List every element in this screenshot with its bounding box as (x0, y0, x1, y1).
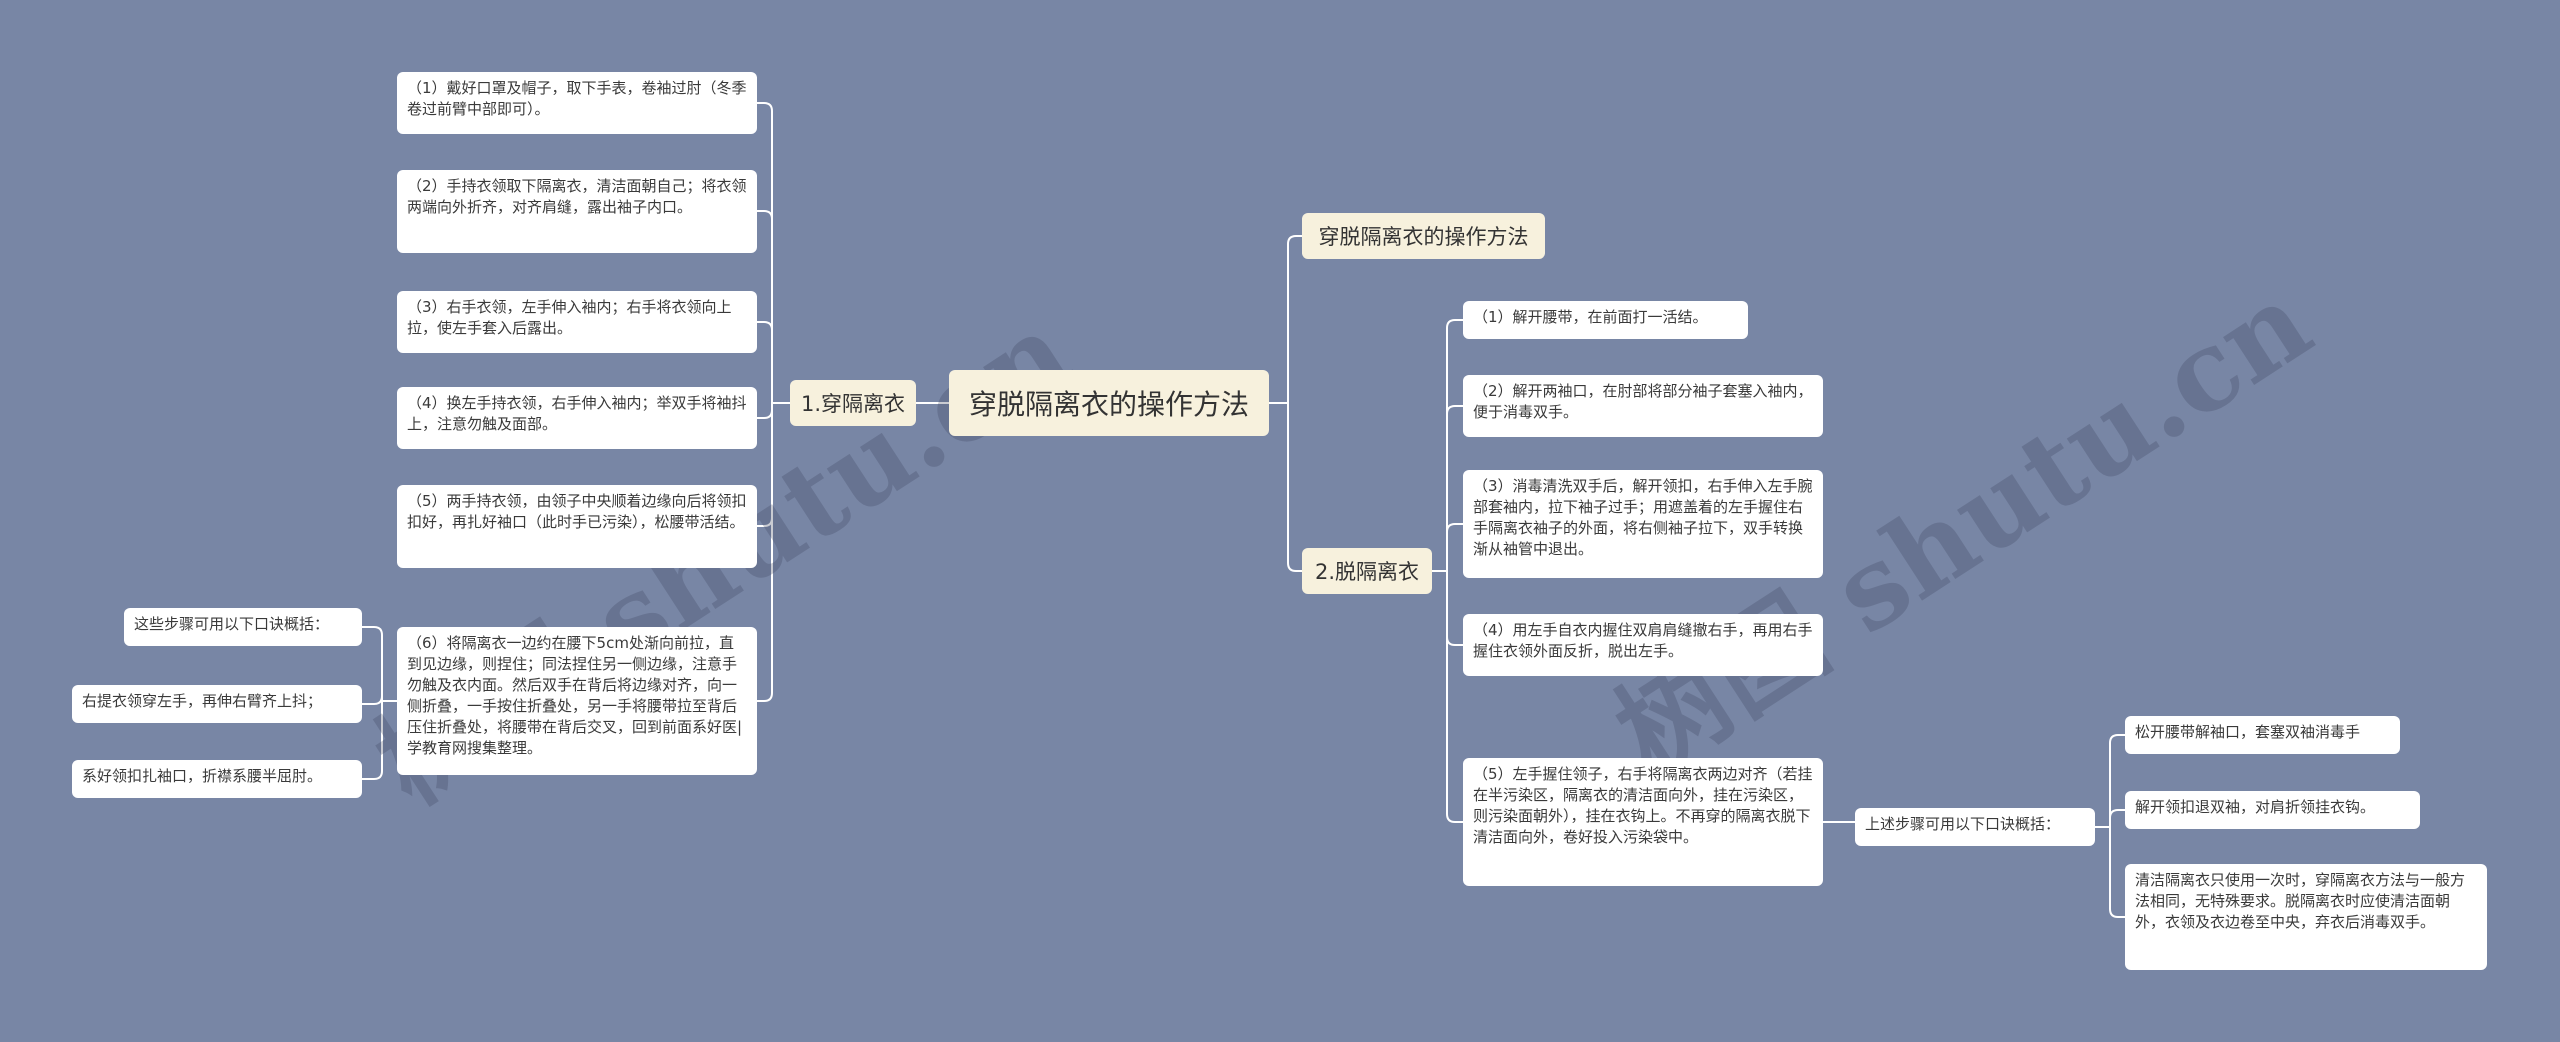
connector (362, 695, 383, 705)
connector (1287, 235, 1302, 403)
put-on-mnemonic-1[interactable]: 右提衣领穿左手，再伸右臂齐上抖； (72, 685, 362, 723)
put-on-step-2[interactable]: （2）手持衣领取下隔离衣，清洁面朝自己；将衣领两端向外折齐，对齐肩缝，露出袖子内… (397, 170, 757, 253)
take-off-mnemonic-2[interactable]: 解开领扣退双袖，对肩折领挂衣钩。 (2125, 791, 2420, 829)
put-on-step-3[interactable]: （3）右手衣领，左手伸入袖内；右手将衣领向上拉，使左手套入后露出。 (397, 291, 757, 353)
connector (2109, 809, 2125, 827)
connector (757, 102, 773, 403)
take-off-mnemonic-intro[interactable]: 上述步骤可用以下口诀概括： (1855, 808, 2095, 846)
connector (757, 403, 773, 419)
take-off-step-3[interactable]: （3）消毒清洗双手后，解开领扣，右手伸入左手腕部套袖内，拉下袖子过手；用遮盖着的… (1463, 470, 1823, 578)
connector (1446, 405, 1463, 571)
connector (757, 210, 773, 403)
root-topic[interactable]: 穿脱隔离衣的操作方法 (949, 370, 1269, 436)
connector (757, 403, 773, 702)
take-off-mnemonic-1[interactable]: 松开腰带解袖口，套塞双袖消毒手 (2125, 716, 2400, 754)
take-off-step-2[interactable]: （2）解开两袖口，在肘部将部分袖子套塞入袖内，便于消毒双手。 (1463, 375, 1823, 437)
connector (362, 701, 383, 780)
branch-put-on[interactable]: 1.穿隔离衣 (790, 380, 916, 426)
connector (2109, 734, 2125, 827)
take-off-step-1[interactable]: （1）解开腰带，在前面打一活结。 (1463, 301, 1748, 339)
topic-method-title[interactable]: 穿脱隔离衣的操作方法 (1302, 213, 1545, 259)
connector (1446, 319, 1463, 571)
connector (2109, 827, 2125, 918)
take-off-step-4[interactable]: （4）用左手自衣内握住双肩肩缝撤右手，再用右手握住衣领外面反折，脱出左手。 (1463, 614, 1823, 676)
connector (1287, 403, 1302, 572)
put-on-step-4[interactable]: （4）换左手持衣领，右手伸入袖内；举双手将袖抖上，注意勿触及面部。 (397, 387, 757, 449)
connector (1446, 523, 1463, 571)
put-on-step-1[interactable]: （1）戴好口罩及帽子，取下手表，卷袖过肘（冬季卷过前臂中部即可）。 (397, 72, 757, 134)
connector (1446, 571, 1463, 823)
put-on-mnemonic-2[interactable]: 系好领扣扎袖口，折襟系腰半屈肘。 (72, 760, 362, 798)
connector (757, 321, 773, 403)
connector (362, 626, 383, 701)
put-on-step-5[interactable]: （5）两手持衣领，由领子中央顺着边缘向后将领扣扣好，再扎好袖口（此时手已污染），… (397, 485, 757, 568)
put-on-step-6[interactable]: （6）将隔离衣一边约在腰下5cm处渐向前拉，直到见边缘，则捏住；同法捏住另一侧边… (397, 627, 757, 775)
connector (1446, 571, 1463, 646)
take-off-step-5[interactable]: （5）左手握住领子，右手将隔离衣两边对齐（若挂在半污染区，隔离衣的清洁面向外，挂… (1463, 758, 1823, 886)
connector (757, 403, 773, 527)
put-on-mnemonic-intro[interactable]: 这些步骤可用以下口诀概括： (124, 608, 362, 646)
branch-take-off[interactable]: 2.脱隔离衣 (1302, 548, 1432, 594)
take-off-mnemonic-3[interactable]: 清洁隔离衣只使用一次时，穿隔离衣方法与一般方法相同，无特殊要求。脱隔离衣时应使清… (2125, 864, 2487, 970)
